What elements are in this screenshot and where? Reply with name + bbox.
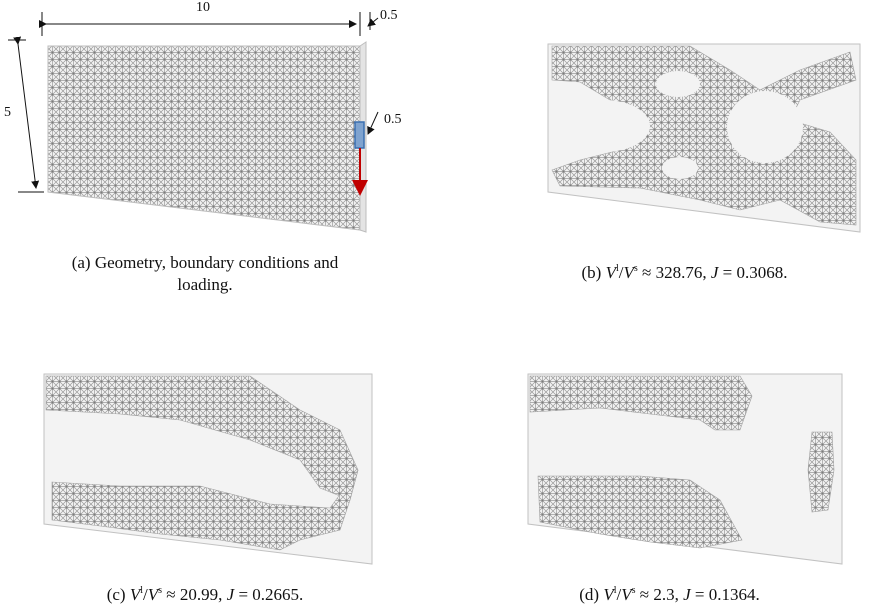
caption-d-prefix: (d) [579, 585, 604, 604]
caption-d-ratio: 2.3 [653, 585, 675, 604]
panel-b-void [727, 91, 803, 163]
panel-d-topology [527, 373, 843, 565]
panel-b-void [656, 71, 700, 97]
depth-label: 0.5 [380, 8, 398, 23]
panel-a-geometry [8, 12, 379, 233]
height-dimension-arrow [13, 36, 40, 189]
caption-c-ratio: 20.99 [179, 585, 219, 604]
panel-d-lattice-lower [537, 475, 743, 549]
caption-d: (d) Vl/Vs ≈ 2.3, J = 0.1364. [579, 585, 760, 604]
design-domain-lattice [47, 45, 361, 231]
caption-b-ratio: 328.76 [655, 263, 703, 282]
height-label: 5 [4, 105, 11, 120]
panel-c-lattice-lower [51, 469, 359, 551]
caption-b-j: 0.3068. [736, 263, 788, 282]
panel-c-lattice-upper [45, 375, 359, 501]
caption-a: (a) Geometry, boundary conditions and lo… [0, 252, 410, 296]
load-patch-dimension-arrow [367, 111, 379, 135]
length-label: 10 [196, 0, 210, 15]
caption-b-prefix: (b) [581, 263, 606, 282]
load-patch-label: 0.5 [384, 112, 402, 127]
panel-c-topology [43, 373, 373, 565]
load-patch [354, 121, 365, 149]
caption-c: (c) Vl/Vs ≈ 20.99, J = 0.2665. [106, 585, 304, 604]
panel-b-void [662, 157, 698, 179]
caption-c-prefix: (c) [106, 585, 130, 604]
caption-a-line2: loading. [177, 275, 233, 294]
panel-d-lattice-upper [529, 375, 753, 431]
caption-a-line1: (a) Geometry, boundary conditions and [71, 253, 339, 272]
caption-b: (b) Vl/Vs ≈ 328.76, J = 0.3068. [581, 263, 788, 282]
panel-b-topology [547, 43, 861, 233]
depth-dimension-arrow [367, 17, 379, 27]
panel-b-void [558, 100, 650, 152]
caption-c-j: 0.2665. [252, 585, 304, 604]
panel-d-lattice-right [807, 431, 835, 513]
caption-d-j: 0.1364. [708, 585, 760, 604]
